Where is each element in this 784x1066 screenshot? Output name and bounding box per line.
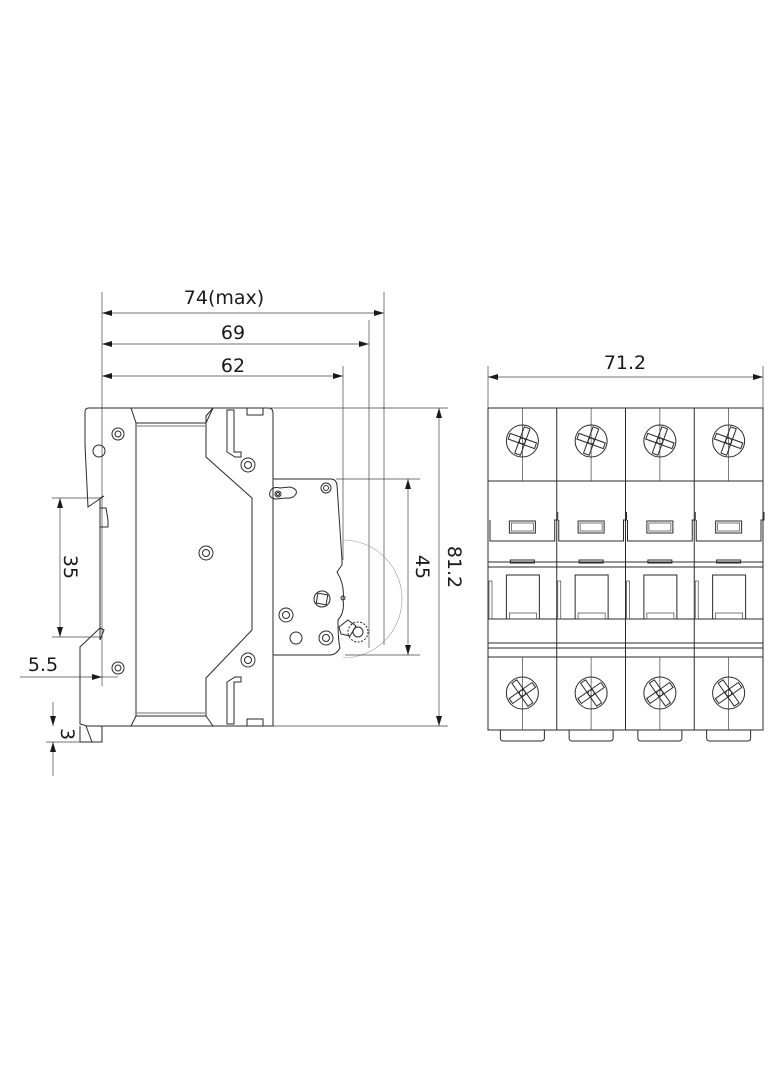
screw-cross: [714, 679, 743, 707]
notch-top: [246, 407, 264, 416]
handle-grip: [646, 612, 675, 620]
dim-label-45: 45: [411, 555, 433, 579]
din-clip: [100, 507, 109, 528]
handle-grip: [509, 612, 537, 620]
screw-center: [587, 437, 595, 445]
screw-cross: [577, 679, 606, 707]
terminal-screw-icon: [505, 676, 539, 710]
dim-label-3: 3: [56, 728, 78, 740]
breaker-body-outline: [79, 407, 344, 727]
bottom-clip: [706, 730, 752, 742]
slot-top: [226, 409, 242, 458]
handle-top: [647, 559, 673, 564]
label-window: [715, 520, 743, 534]
side-view: 74(max) 69 62: [20, 287, 465, 776]
terminal-screw-icon: [643, 676, 677, 710]
terminal-screw-icon: [712, 424, 746, 458]
dim-label-35: 35: [59, 555, 81, 579]
terminal-screw-icon: [505, 424, 539, 458]
handle-gear-icon: [338, 619, 369, 643]
mechanism-plate-outline: [205, 407, 253, 716]
screw-cross: [508, 679, 537, 707]
rivets: [92, 427, 346, 675]
terminal-screw-icon: [643, 424, 677, 458]
notch-bottom: [246, 718, 264, 727]
handle-top: [716, 559, 742, 564]
side-rib: [694, 580, 699, 620]
label-recess: [627, 512, 696, 542]
label-window-inner: [579, 522, 603, 532]
dim-label-74max: 74(max): [184, 287, 264, 309]
handle-toggle: [505, 574, 540, 620]
pole-2: [556, 408, 627, 742]
screw-center: [656, 437, 664, 445]
handle-swing-arc: [342, 539, 403, 659]
slot-bottom: [226, 676, 242, 725]
screw-center: [518, 689, 526, 697]
pole-4: [693, 408, 765, 742]
label-window: [646, 520, 674, 534]
indicator-slot: [269, 486, 297, 500]
label-recess: [695, 512, 765, 542]
screw-cross: [645, 679, 674, 707]
screw-center: [587, 689, 595, 697]
inner-channel: [130, 407, 214, 727]
screw-head: [505, 676, 539, 710]
dim-label-71-2: 71.2: [604, 352, 646, 374]
screw-cross: [576, 426, 606, 456]
screw-head: [643, 424, 677, 458]
side-rib: [557, 580, 562, 620]
label-window-inner: [717, 522, 740, 532]
bottom-clip: [568, 730, 614, 742]
handle-toggle: [712, 574, 747, 620]
handle-grip: [715, 612, 743, 620]
dim-label-69: 69: [221, 322, 245, 344]
screw-head: [643, 676, 677, 710]
label-window: [577, 520, 605, 534]
screw-cross: [713, 426, 744, 456]
label-recess: [489, 512, 559, 542]
side-rib: [488, 580, 493, 620]
bottom-clip: [637, 730, 683, 742]
label-window: [508, 520, 536, 534]
dim-label-5-5: 5.5: [28, 654, 58, 676]
dim-label-81-2: 81.2: [443, 546, 465, 588]
dim-label-62: 62: [221, 355, 245, 377]
screw-center: [725, 689, 733, 697]
foot: [79, 725, 103, 743]
screw-head: [712, 424, 746, 458]
label-window-inner: [511, 522, 534, 532]
handle-toggle: [574, 574, 609, 620]
terminal-screw-icon: [712, 676, 746, 710]
screw-center: [518, 437, 526, 445]
screw-head: [574, 424, 608, 458]
pole-1: [488, 408, 559, 742]
screw-cross: [645, 426, 675, 456]
screw-head: [574, 676, 608, 710]
pole-3: [625, 408, 696, 742]
screw-head: [505, 424, 539, 458]
screw-center: [656, 689, 664, 697]
screw-cross: [507, 426, 538, 456]
handle-toggle: [643, 574, 678, 620]
label-recess: [558, 512, 627, 542]
handle-grip: [577, 612, 606, 620]
front-view: 71.2: [487, 352, 765, 742]
bottom-clip: [499, 730, 545, 742]
handle-top: [578, 559, 604, 564]
screw-head: [712, 676, 746, 710]
terminal-screw-icon: [574, 676, 608, 710]
poles: [488, 408, 765, 742]
label-window-inner: [648, 522, 672, 532]
handle-top: [509, 559, 535, 564]
side-rib: [626, 580, 630, 620]
terminal-screw-icon: [574, 424, 608, 458]
screw-center: [725, 437, 733, 445]
toggle-pivot-icon: [313, 590, 331, 608]
